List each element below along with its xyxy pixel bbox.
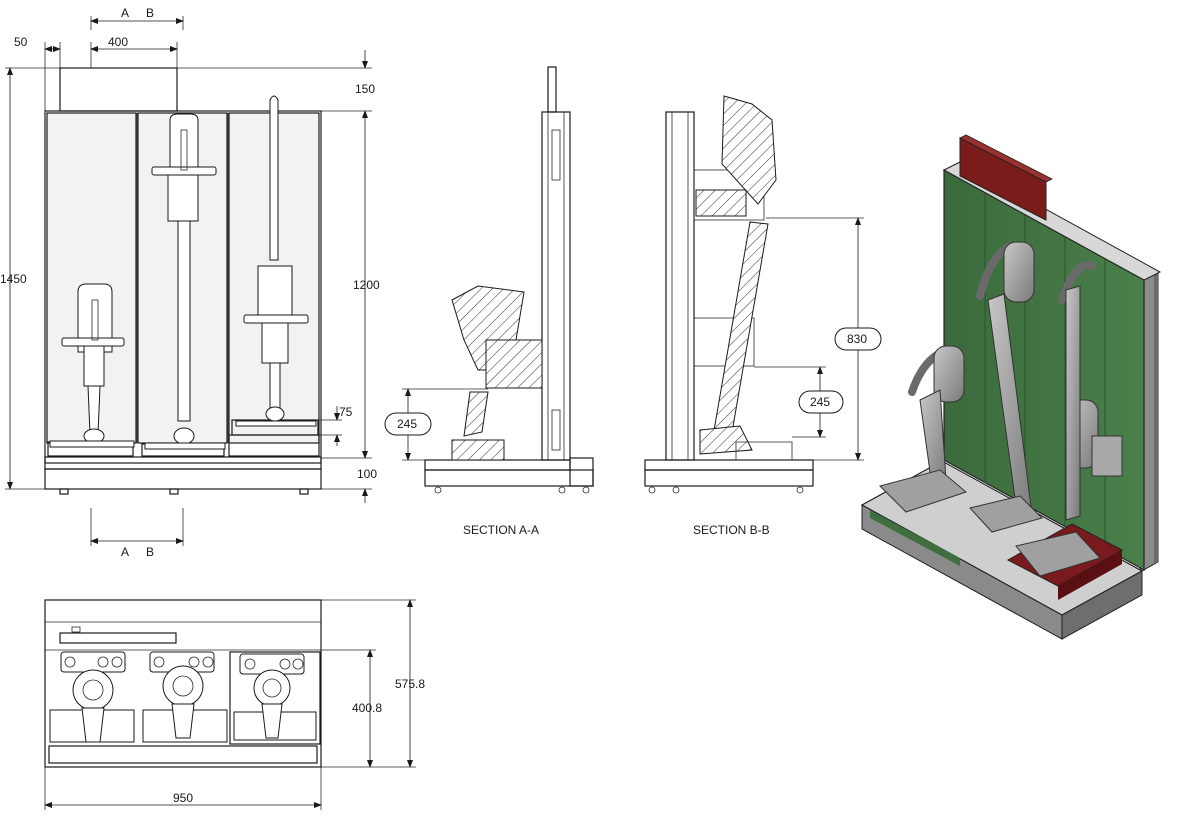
dim-plan-inner: 400.8 bbox=[352, 701, 382, 715]
dim-base-height: 100 bbox=[357, 467, 377, 481]
bubble-section-b-lower: 245 bbox=[810, 395, 830, 409]
isometric-render bbox=[860, 134, 1162, 640]
section-b-vacuum-head bbox=[721, 95, 777, 205]
dim-total-height: 1450 bbox=[0, 272, 27, 286]
dim-plan-width: 950 bbox=[173, 791, 193, 805]
section-b-b: 830 245 SECTION B-B bbox=[644, 95, 882, 537]
bubble-section-b-upper: 830 bbox=[847, 332, 867, 346]
caption-section-b: SECTION B-B bbox=[693, 523, 770, 537]
bubble-section-a: 245 bbox=[397, 417, 417, 431]
dim-plan-depth: 575.8 bbox=[395, 677, 425, 691]
dim-step-height: 75 bbox=[339, 405, 353, 419]
display-frame bbox=[44, 110, 322, 464]
dim-header-height: 150 bbox=[355, 82, 375, 96]
vacuum-short bbox=[49, 283, 135, 448]
render-vacuum-middle bbox=[969, 241, 1043, 533]
section-a-a: 245 SECTION A-A bbox=[384, 66, 594, 537]
vacuum-stick bbox=[235, 95, 317, 427]
render-vacuum-right bbox=[1015, 261, 1123, 577]
section-marker-a-bottom: A bbox=[121, 545, 129, 559]
dim-width-box: 400 bbox=[108, 35, 128, 49]
vacuum-tall bbox=[144, 113, 226, 450]
dim-panel-height: 1200 bbox=[353, 278, 380, 292]
plan-view: 950 575.8 400.8 bbox=[44, 599, 425, 810]
section-marker-b-bottom: B bbox=[146, 545, 154, 559]
section-marker-a-top: A bbox=[121, 6, 129, 20]
header-box bbox=[59, 67, 178, 112]
section-a-vacuum-floorhead bbox=[451, 439, 505, 461]
dim-width-offset: 50 bbox=[14, 35, 28, 49]
render-vacuum-left bbox=[879, 345, 968, 513]
section-marker-b-top: B bbox=[146, 6, 154, 20]
caption-section-a: SECTION A-A bbox=[463, 523, 539, 537]
front-elevation: 50 400 A B A B 1450 150 1200 100 bbox=[0, 6, 380, 559]
section-b-vacuum-wand bbox=[711, 221, 769, 445]
